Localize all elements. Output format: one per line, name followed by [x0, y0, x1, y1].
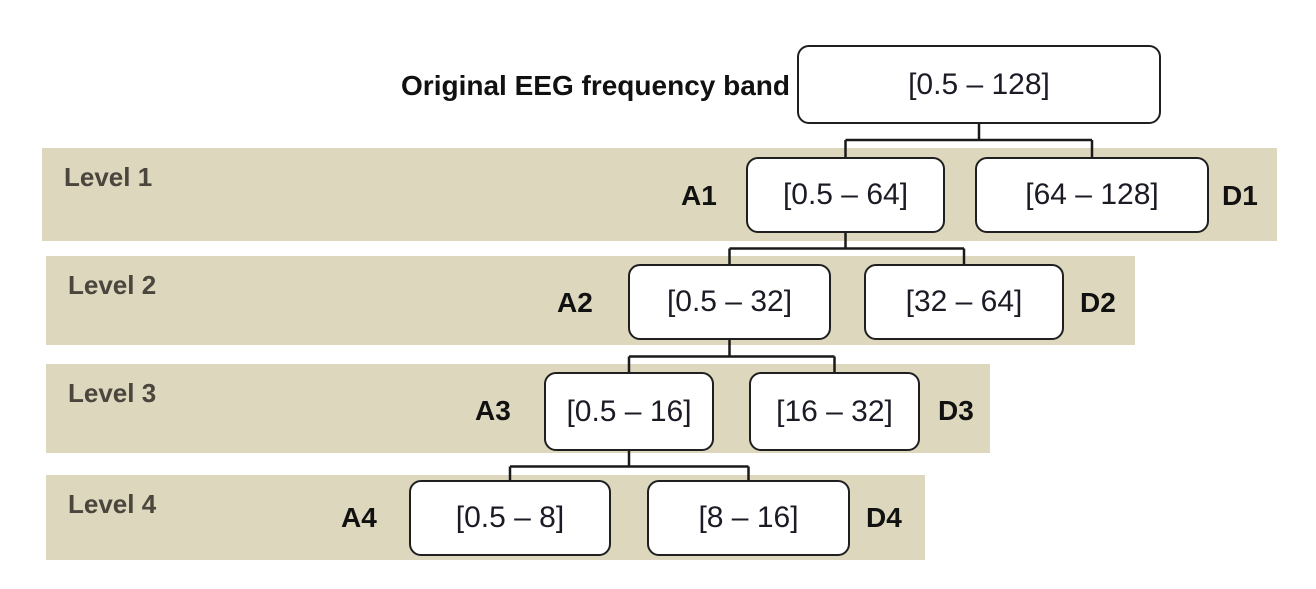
detail-coef-label-d1: D1 [1222, 180, 1258, 211]
approx-node-a1: [0.5 – 64] [746, 157, 945, 233]
level3-label: Level 3 [68, 378, 157, 408]
level1-label: Level 1 [64, 162, 153, 192]
detail-node-d3: [16 – 32] [749, 372, 920, 451]
level2-label: Level 2 [68, 270, 157, 300]
level4-label: Level 4 [68, 489, 157, 519]
connector-a2-to-level3 [627, 340, 836, 372]
detail-coef-label-d3: D3 [938, 395, 974, 426]
detail-node-d1: [64 – 128] [975, 157, 1209, 233]
approx-coef-label-a2: A2 [557, 287, 593, 318]
approx-coef-label-a4: A4 [341, 502, 377, 533]
connector-root-to-level1 [844, 124, 1094, 157]
approx-coef-label-a3: A3 [475, 395, 511, 426]
detail-node-d4: [8 – 16] [647, 480, 850, 556]
approx-coef-label-a1: A1 [681, 180, 717, 211]
approx-node-a2: [0.5 – 32] [628, 264, 831, 340]
detail-coef-label-d2: D2 [1080, 287, 1116, 318]
root-frequency-node: [0.5 – 128] [797, 45, 1161, 124]
connector-a1-to-level2 [728, 233, 966, 264]
approx-node-a3: [0.5 – 16] [544, 372, 714, 451]
root-band-label: Original EEG frequency band [401, 70, 790, 101]
connector-a3-to-level4 [508, 451, 750, 480]
detail-node-d2: [32 – 64] [864, 264, 1064, 340]
approx-node-a4: [0.5 – 8] [409, 480, 611, 556]
detail-coef-label-d4: D4 [866, 502, 902, 533]
